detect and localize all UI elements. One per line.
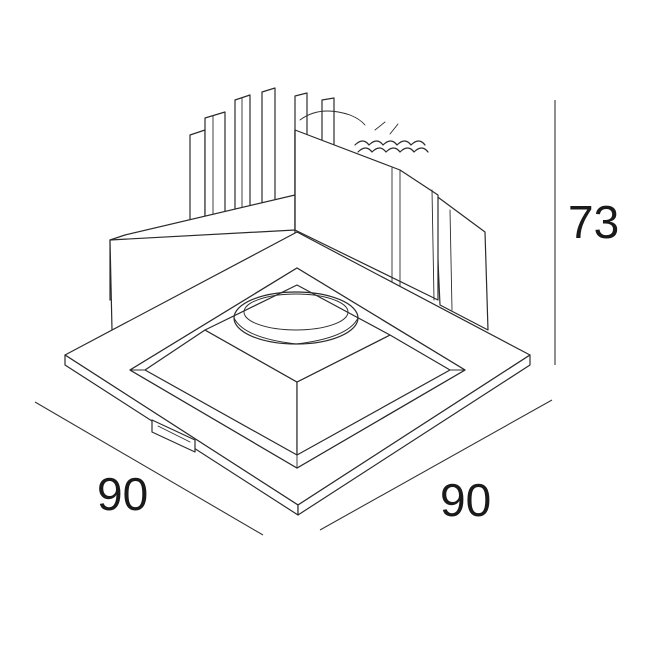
left-width-dimension-label: 90 — [97, 468, 148, 520]
right-width-dimension-line — [319, 399, 553, 531]
height-dimension-label: 73 — [568, 196, 619, 248]
right-width-dimension-label: 90 — [440, 474, 491, 526]
inner-reflector — [129, 267, 466, 469]
housing-body — [109, 110, 439, 331]
spring-clip — [151, 419, 196, 453]
dimension-lines — [34, 100, 556, 536]
left-width-dimension-line — [34, 401, 264, 536]
